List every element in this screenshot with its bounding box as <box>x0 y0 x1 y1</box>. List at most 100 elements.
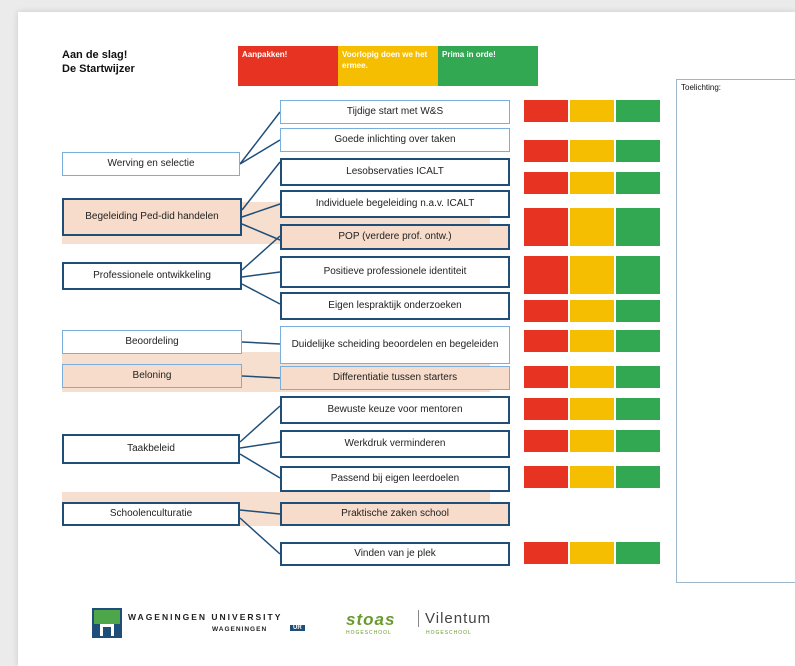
rating-yellow-swatch[interactable] <box>570 398 614 420</box>
category-werving[interactable]: Werving en selectie <box>62 152 240 176</box>
category-label: Begeleiding Ped-did handelen <box>85 211 219 222</box>
category-beoordeling[interactable]: Beoordeling <box>62 330 242 354</box>
item-label: Tijdige start met W&S <box>346 106 444 117</box>
item-box[interactable]: Differentiatie tussen starters <box>280 366 510 390</box>
category-label: Beoordeling <box>125 336 179 347</box>
wu-name: WAGENINGEN UNIVERSITY <box>128 612 283 622</box>
item-box[interactable]: Eigen lespraktijk onderzoeken <box>280 292 510 320</box>
wageningen-logo: WAGENINGEN UNIVERSITY WAGENINGEN UR <box>92 604 312 640</box>
rating-red-swatch[interactable] <box>524 330 568 352</box>
rating-red-swatch[interactable] <box>524 366 568 388</box>
wageningen-emblem-icon <box>92 608 122 638</box>
rating-yellow-swatch[interactable] <box>570 272 614 294</box>
item-box[interactable]: Lesobservaties ICALT <box>280 158 510 186</box>
item-label: Differentiatie tussen starters <box>332 372 458 383</box>
wu-sub: WAGENINGEN <box>212 626 268 633</box>
vilentum-sub: HOGESCHOOL <box>426 630 472 636</box>
rating-yellow-swatch[interactable] <box>570 140 614 162</box>
rating-red-swatch[interactable] <box>524 398 568 420</box>
rating-yellow-swatch[interactable] <box>570 430 614 452</box>
legend-aanpakken: Aanpakken! <box>238 46 338 86</box>
legend-voorlopig: Voorlopig doen we het ermee. <box>338 46 438 86</box>
rating-green-swatch[interactable] <box>616 398 660 420</box>
rating-red-swatch[interactable] <box>524 140 568 162</box>
rating-yellow-swatch[interactable] <box>570 366 614 388</box>
rating-red-swatch[interactable] <box>524 300 568 322</box>
rating-red-swatch[interactable] <box>524 466 568 488</box>
rating-green-swatch[interactable] <box>616 272 660 294</box>
rating-red-swatch[interactable] <box>524 542 568 564</box>
page-title: Aan de slag! De Startwijzer <box>62 48 135 76</box>
rating-red-swatch[interactable] <box>524 100 568 122</box>
category-professionele[interactable]: Professionele ontwikkeling <box>62 262 242 290</box>
rating-green-swatch[interactable] <box>616 172 660 194</box>
item-box[interactable]: Goede inlichting over taken <box>280 128 510 152</box>
rating-yellow-swatch[interactable] <box>570 330 614 352</box>
item-box[interactable]: Praktische zaken school <box>280 502 510 526</box>
connector-lines <box>239 111 281 555</box>
item-box[interactable]: POP (verdere prof. ontw.) <box>280 224 510 250</box>
legend-prima: Prima in orde! <box>438 46 538 86</box>
rating-red-swatch[interactable] <box>524 430 568 452</box>
rating-red-swatch[interactable] <box>524 224 568 246</box>
item-box[interactable]: Vinden van je plek <box>280 542 510 566</box>
item-box[interactable]: Individuele begeleiding n.a.v. ICALT <box>280 190 510 218</box>
legend-label: Prima in orde! <box>442 50 496 59</box>
stoas-logo: stoas <box>346 610 396 629</box>
toelichting-label: Toelichting: <box>681 83 722 92</box>
rating-yellow-swatch[interactable] <box>570 100 614 122</box>
category-label: Schoolenculturatie <box>109 508 193 519</box>
rating-green-swatch[interactable] <box>616 466 660 488</box>
rating-red-swatch[interactable] <box>524 172 568 194</box>
rating-red-swatch[interactable] <box>524 272 568 294</box>
title-line-2: De Startwijzer <box>62 63 135 75</box>
category-label: Beloning <box>132 370 172 381</box>
category-beloning[interactable]: Beloning <box>62 364 242 388</box>
item-box[interactable]: Positieve professionele identiteit <box>280 256 510 288</box>
toelichting-box[interactable]: Toelichting: <box>676 79 795 583</box>
item-label: Positieve professionele identiteit <box>323 266 467 277</box>
item-label: Praktische zaken school <box>341 508 449 519</box>
item-label: Lesobservaties ICALT <box>346 166 444 177</box>
item-box[interactable]: Duidelijke scheiding beoordelen en begel… <box>280 326 510 364</box>
category-begeleiding[interactable]: Begeleiding Ped-did handelen <box>62 198 242 236</box>
rating-green-swatch[interactable] <box>616 224 660 246</box>
rating-green-swatch[interactable] <box>616 542 660 564</box>
category-label: Taakbeleid <box>127 443 175 454</box>
rating-yellow-swatch[interactable] <box>570 224 614 246</box>
rating-green-swatch[interactable] <box>616 366 660 388</box>
slide: Aan de slag! De Startwijzer Aanpakken! V… <box>18 12 795 666</box>
rating-green-swatch[interactable] <box>616 300 660 322</box>
rating-green-swatch[interactable] <box>616 100 660 122</box>
item-label: Eigen lespraktijk onderzoeken <box>328 300 462 311</box>
item-box[interactable]: Tijdige start met W&S <box>280 100 510 124</box>
item-label: Individuele begeleiding n.a.v. ICALT <box>315 198 475 209</box>
rating-green-swatch[interactable] <box>616 140 660 162</box>
rating-green-swatch[interactable] <box>616 430 660 452</box>
vilentum-logo: Vilentum <box>418 610 491 627</box>
item-label: Werkdruk verminderen <box>344 438 446 449</box>
category-schoolenculturatie[interactable]: Schoolenculturatie <box>62 502 240 526</box>
stoas-sub: HOGESCHOOL <box>346 630 392 636</box>
category-label: Werving en selectie <box>107 158 195 169</box>
item-label: POP (verdere prof. ontw.) <box>338 231 452 242</box>
item-label: Goede inlichting over taken <box>334 134 456 145</box>
title-line-1: Aan de slag! <box>62 49 128 61</box>
rating-yellow-swatch[interactable] <box>570 466 614 488</box>
category-label: Professionele ontwikkeling <box>93 270 211 281</box>
legend-label: Voorlopig doen we het ermee. <box>342 50 428 70</box>
category-taakbeleid[interactable]: Taakbeleid <box>62 434 240 464</box>
item-box[interactable]: Bewuste keuze voor mentoren <box>280 396 510 424</box>
item-box[interactable]: Passend bij eigen leerdoelen <box>280 466 510 492</box>
item-label: Passend bij eigen leerdoelen <box>330 473 460 484</box>
rating-yellow-swatch[interactable] <box>570 300 614 322</box>
rating-yellow-swatch[interactable] <box>570 172 614 194</box>
legend-label: Aanpakken! <box>242 50 288 59</box>
item-label: Vinden van je plek <box>354 548 436 559</box>
item-box[interactable]: Werkdruk verminderen <box>280 430 510 458</box>
rating-yellow-swatch[interactable] <box>570 542 614 564</box>
rating-green-swatch[interactable] <box>616 330 660 352</box>
wu-ur: UR <box>290 625 305 631</box>
item-label: Bewuste keuze voor mentoren <box>327 404 463 415</box>
item-label: Duidelijke scheiding beoordelen en begel… <box>291 339 499 350</box>
